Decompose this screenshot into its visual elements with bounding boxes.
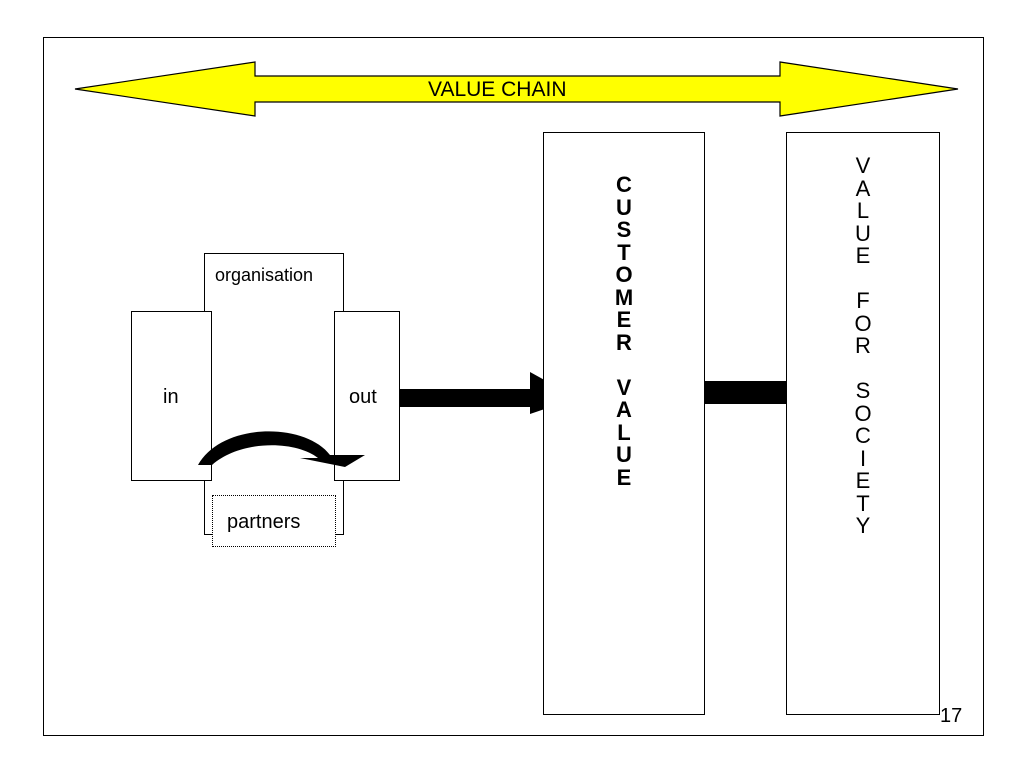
slide-frame — [43, 37, 984, 736]
society-value-letter: E — [855, 468, 871, 493]
customer-value-letter: R — [616, 329, 632, 355]
customer-value-letter: T — [617, 239, 631, 265]
customer-value-letter: E — [616, 464, 632, 490]
value-chain-label: VALUE CHAIN — [428, 78, 567, 101]
society-value-letter: A — [855, 175, 871, 201]
society-value-letter: R — [855, 333, 871, 358]
value-chain-arrow — [74, 61, 959, 117]
page-number: 17 — [940, 705, 963, 727]
society-value-letter: Y — [855, 513, 871, 538]
society-value-letter: U — [855, 220, 871, 246]
society-value-letter: O — [854, 310, 872, 336]
society-value-letter: S — [855, 378, 871, 403]
society-value-box — [786, 132, 940, 715]
society-value-letter: V — [855, 153, 871, 178]
customer-value-letter: U — [616, 194, 632, 220]
customer-value-letter: S — [616, 217, 632, 242]
customer-value-letter: L — [617, 419, 631, 445]
customer-value-letter: E — [616, 307, 632, 332]
society-value-letter: F — [856, 288, 870, 313]
customer-value-box — [543, 132, 705, 715]
out-box — [334, 311, 400, 481]
society-value-letter: I — [859, 445, 867, 471]
organisation-box — [204, 253, 344, 535]
in-label: in — [163, 386, 179, 408]
out-to-customer-arrow — [390, 372, 577, 414]
society-value-letter: L — [856, 198, 870, 223]
society-value-letter: C — [855, 423, 871, 448]
society-value-letter: E — [855, 243, 871, 268]
out-label: out — [349, 386, 377, 408]
society-value-letter: O — [854, 400, 872, 426]
customer-value-letter: A — [616, 397, 632, 422]
partners-label: partners — [227, 511, 301, 533]
partners-box — [212, 495, 336, 547]
society-value-letter: T — [856, 490, 870, 516]
customer-value-letter: C — [616, 172, 632, 197]
customer-value-letter: U — [616, 442, 632, 467]
customer-value-letter: O — [615, 262, 633, 287]
customer-value-letter: M — [614, 284, 634, 310]
organisation-label: organisation — [215, 265, 314, 285]
customer-value-letter: V — [616, 374, 632, 400]
